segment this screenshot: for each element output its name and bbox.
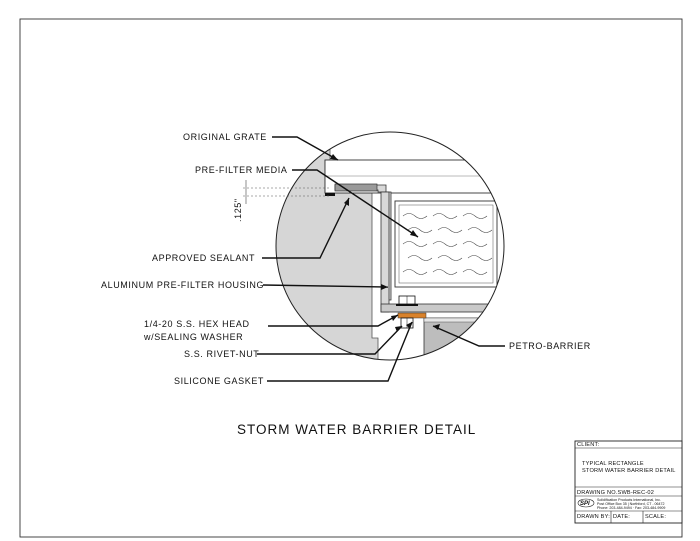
- housing-bottom-flange: [380, 303, 504, 313]
- tb-client-label: CLIENT:: [577, 442, 599, 448]
- svg-text:SPI: SPI: [580, 501, 590, 507]
- sealant: [325, 193, 335, 196]
- label-hex-head: 1/4-20 S.S. HEX HEAD: [144, 319, 250, 329]
- tb-company-phone: Phone: 203-484-9494 · Fax: 203-484-9909: [597, 506, 665, 510]
- company-logo: SPI: [577, 498, 595, 508]
- dimension-125: .125": [233, 180, 330, 222]
- leader-lines: [257, 136, 505, 382]
- media-inner: [398, 204, 494, 284]
- dimension-text: .125": [233, 198, 243, 222]
- tb-drawn-by: DRAWN BY:: [577, 514, 610, 520]
- label-petro-barrier: PETRO-BARRIER: [509, 341, 591, 351]
- tb-desc-line1: TYPICAL RECTANGLE: [582, 461, 644, 467]
- media-texture: [402, 213, 493, 275]
- tb-scale: SCALE:: [645, 514, 666, 520]
- label-approved-sealant: APPROVED SEALANT: [152, 253, 255, 263]
- housing-wall: [380, 191, 390, 313]
- tb-desc-line2: STORM WATER BARRIER DETAIL: [582, 468, 676, 474]
- detail-circle: [275, 131, 505, 361]
- label-silicone-gasket: SILICONE GASKET: [174, 376, 264, 386]
- detail-circle-outline: [275, 131, 505, 361]
- sealing-washer: [396, 304, 418, 306]
- silicone-gasket: [397, 312, 427, 319]
- barrier-top: [423, 317, 504, 323]
- label-original-grate: ORIGINAL GRATE: [183, 132, 267, 142]
- drawing-title: STORM WATER BARRIER DETAIL: [237, 422, 476, 437]
- sheet-border: [19, 18, 683, 538]
- tb-company-name: Solidification Products International, I…: [597, 498, 661, 502]
- housing-top: [334, 183, 378, 192]
- callout-labels: ORIGINAL GRATE PRE-FILTER MEDIA APPROVED…: [101, 132, 591, 386]
- tb-date: DATE:: [613, 514, 630, 520]
- label-rivet-nut: S.S. RIVET-NUT: [184, 349, 259, 359]
- label-aluminum-housing: ALUMINUM PRE-FILTER HOUSING: [101, 280, 264, 290]
- tb-drawing-no: DRAWING NO.SWB-REC-02: [577, 490, 654, 496]
- title-block: CLIENT: TYPICAL RECTANGLE STORM WATER BA…: [574, 440, 683, 524]
- tb-company-addr: Post Office Box 35 | Northford, CT - 064…: [597, 502, 665, 506]
- leader-arrowheads: [330, 154, 440, 332]
- label-pre-filter-media: PRE-FILTER MEDIA: [195, 165, 287, 175]
- label-sealing-washer: w/SEALING WASHER: [143, 332, 243, 342]
